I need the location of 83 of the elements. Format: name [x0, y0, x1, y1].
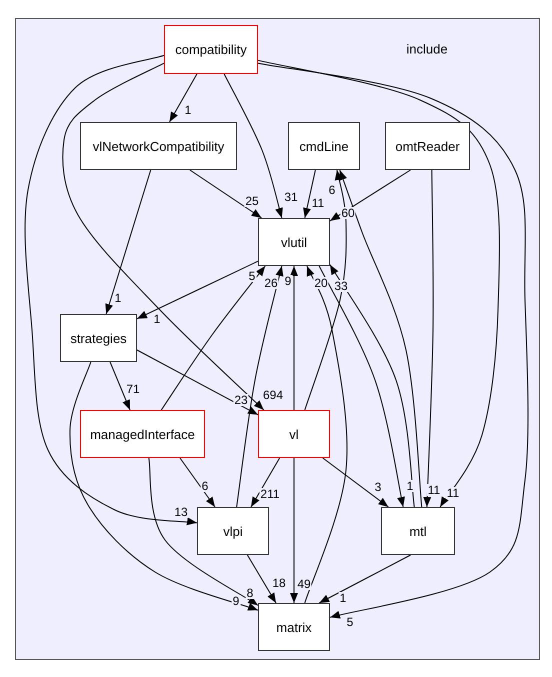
dependency-arrow [258, 62, 528, 619]
dependency-arrow [290, 458, 298, 604]
edge-label: 11 [426, 484, 442, 496]
edge-label: 694 [262, 389, 284, 401]
edge-label: 5 [248, 270, 256, 282]
dependency-arrow [136, 350, 258, 416]
dependency-arrow [105, 170, 152, 314]
folder-name: omtReader [395, 138, 460, 154]
folder-box [258, 410, 330, 458]
folder-box [80, 122, 237, 170]
edge-label: 5 [346, 616, 354, 628]
dependency-arrow [189, 170, 262, 218]
edge-label: 60 [340, 207, 356, 219]
dependency-arrow [330, 264, 415, 508]
folder-name: compatibility [175, 42, 247, 57]
dependency-arrow [339, 170, 422, 508]
dependency-arrow [169, 74, 198, 122]
folder-box [381, 507, 455, 555]
folder-box [60, 314, 137, 362]
folder-box [80, 410, 205, 458]
dependency-arrow [110, 362, 130, 410]
cluster-title: include [406, 42, 448, 56]
edge-label: 33 [333, 280, 349, 292]
edge-label: 1 [406, 480, 414, 492]
folder-name: vlNetworkCompatibility [92, 138, 224, 154]
edge-label: 1 [114, 292, 122, 304]
edge-label: 8 [246, 587, 254, 599]
edge-label: 49 [296, 578, 312, 590]
dependency-arrow [423, 170, 434, 508]
dependency-arrow [69, 362, 258, 611]
dependency-arrow [136, 260, 258, 320]
edge-label: 1 [152, 313, 162, 325]
dependency-arrow [318, 266, 406, 508]
folder-name: matrix [276, 620, 312, 634]
edge-label: 9 [284, 275, 292, 287]
edge-label: 23 [233, 394, 249, 406]
folder-box [258, 218, 330, 266]
edge-label: 20 [313, 277, 329, 289]
edge-label: 1 [338, 592, 348, 604]
folder-name: vlpi [223, 524, 243, 538]
folder-name: vlutil [280, 234, 307, 250]
edge-label: 6 [200, 480, 210, 492]
dependency-arrow [246, 554, 276, 604]
dependency-arrow [258, 60, 500, 508]
folder-name: vl [289, 426, 299, 442]
folder-box [288, 122, 360, 170]
folder-name: cmdLine [299, 138, 349, 154]
edge-label: 1 [184, 104, 192, 116]
dependency-arrow [304, 266, 348, 604]
dependency-arrow [236, 266, 284, 508]
folder-name: managedInterface [90, 426, 195, 442]
dependency-arrow [180, 458, 216, 508]
edge-label: 18 [271, 577, 287, 589]
edge-label: 3 [374, 481, 382, 493]
edge-label: 71 [125, 383, 141, 395]
edge-label: 211 [259, 488, 281, 500]
dependency-arrow [303, 170, 316, 218]
folder-box [197, 507, 269, 555]
edge-label: 6 [328, 184, 336, 196]
folder-box [258, 603, 330, 651]
folder-name: strategies [70, 330, 127, 346]
folder-name: mtl [409, 524, 427, 538]
edge-label: 9 [232, 595, 240, 607]
dependency-arrow [322, 458, 389, 508]
dependency-arrow [160, 266, 266, 410]
edge-label: 25 [244, 195, 260, 207]
folder-box [164, 25, 258, 74]
dependency-arrow [290, 266, 298, 410]
edge-label: 26 [263, 277, 279, 289]
edge-label: 11 [446, 487, 460, 499]
dependency-arrow [62, 62, 264, 410]
dependency-arrow [24, 54, 198, 526]
edge-label: 11 [310, 197, 326, 209]
dependency-arrow [250, 458, 280, 508]
dependency-arrow [304, 170, 347, 410]
dependency-arrow [224, 74, 283, 218]
dependency-arrow [318, 554, 412, 604]
edge-label: 31 [283, 191, 299, 203]
folder-cluster [15, 18, 540, 660]
dependency-arrow [330, 170, 411, 222]
folder-box [385, 122, 470, 170]
dependency-arrow [148, 458, 258, 606]
edge-label: 13 [173, 506, 189, 518]
